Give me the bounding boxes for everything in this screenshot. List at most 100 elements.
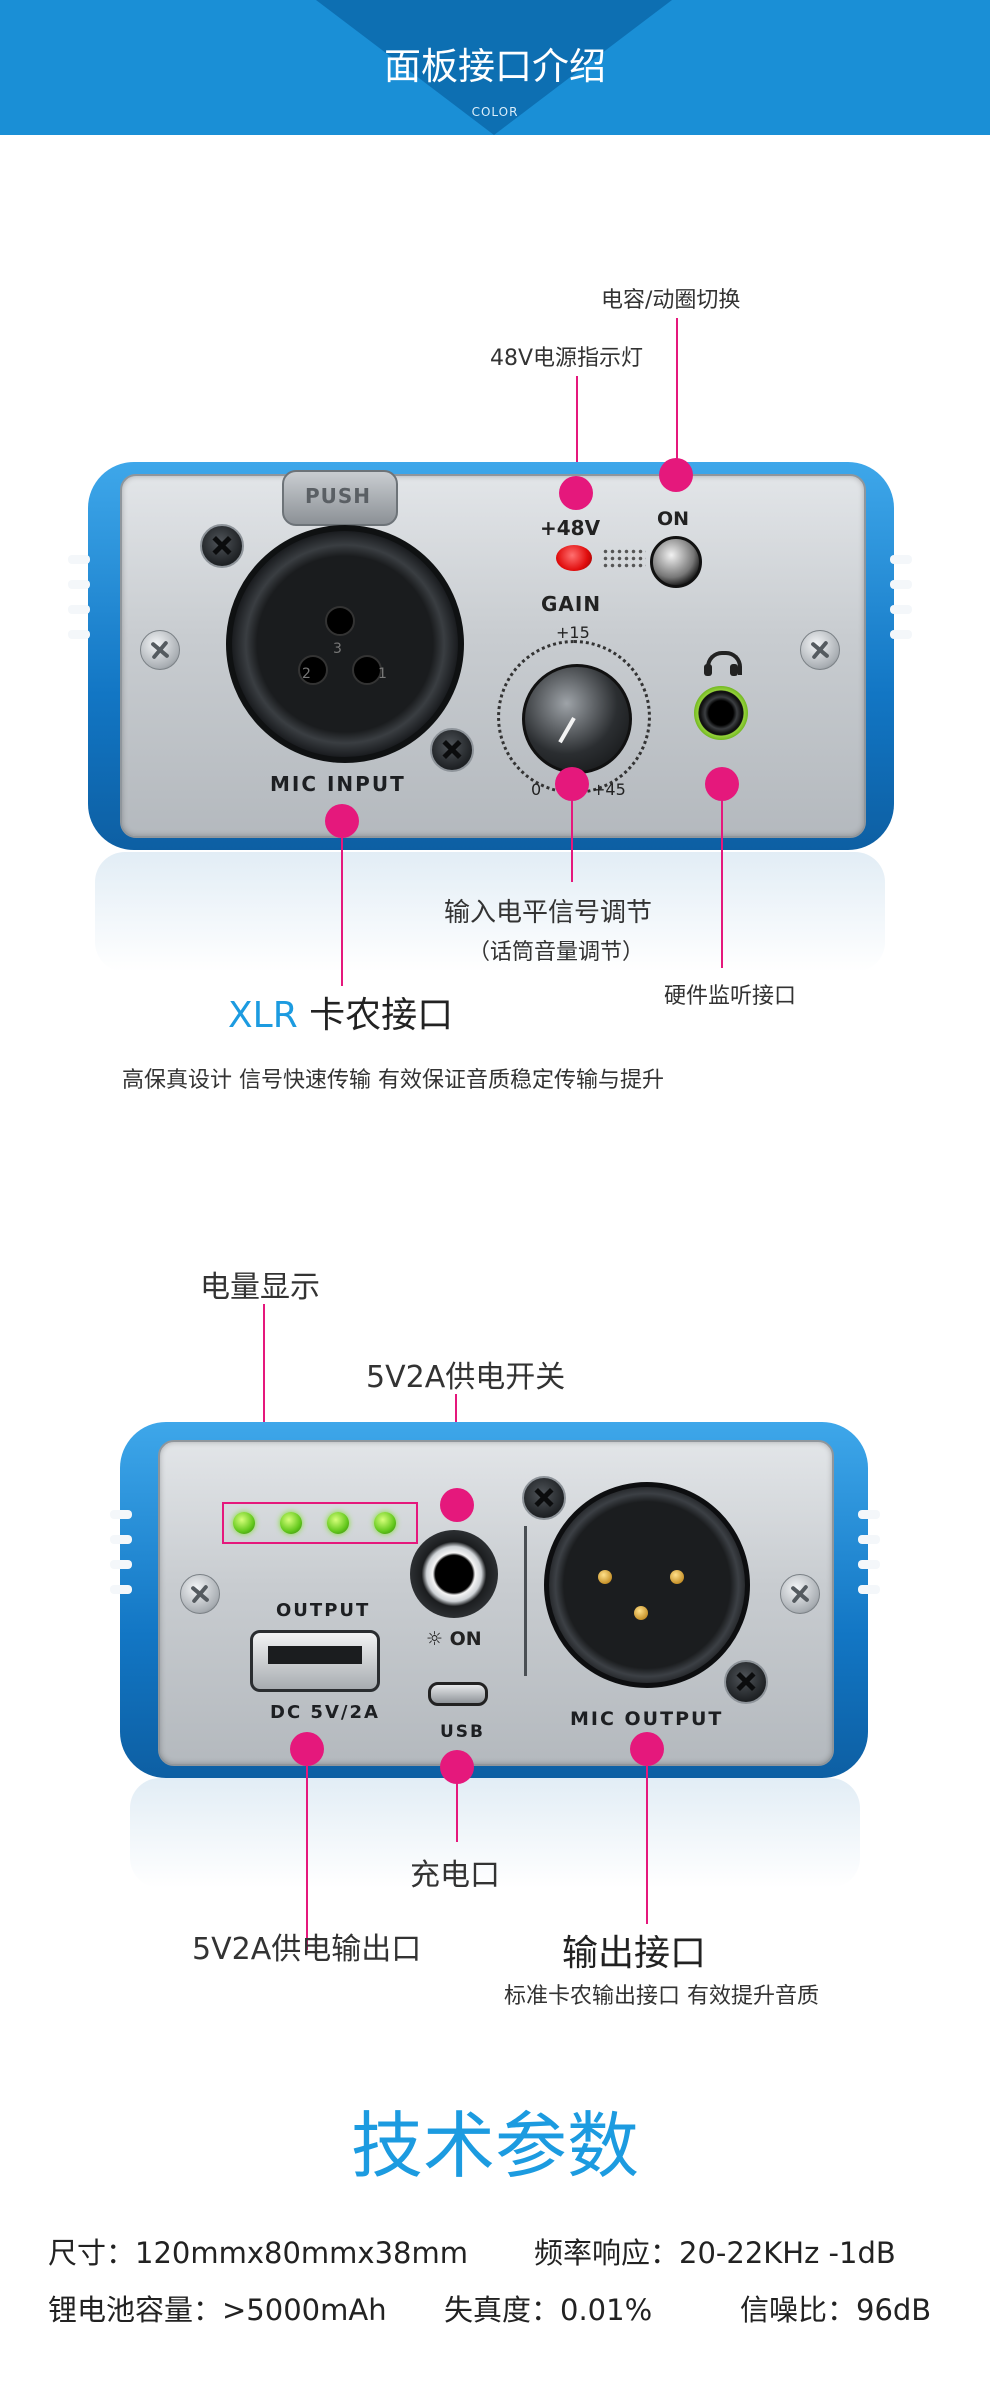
callout-dc-line	[306, 1764, 308, 1950]
spec-frequency: 频率响应：20-22KHz -1dB	[534, 2236, 896, 2270]
gain-min-mark: 0	[531, 780, 542, 799]
gain-max-mark: +45	[592, 780, 626, 799]
marker-dc-output	[290, 1732, 324, 1766]
callout-battery-line	[263, 1304, 265, 1512]
p48v-label: +48V	[540, 516, 601, 540]
headphone-icon-cup	[704, 664, 712, 676]
fin	[890, 605, 912, 614]
callout-mic-output-line	[646, 1764, 648, 1924]
page-header: 面板接口介绍 COLOR	[0, 0, 990, 135]
callout-xlr-title: XLR 卡农接口	[228, 998, 453, 1034]
battery-led	[327, 1512, 349, 1534]
fin	[68, 630, 90, 639]
on-label: ON	[657, 508, 690, 530]
callout-48v-line	[576, 376, 578, 492]
gain-label: GAIN	[541, 592, 602, 616]
fin	[858, 1510, 880, 1519]
xlr-output-connector	[544, 1482, 750, 1688]
header-notch	[316, 0, 672, 135]
marker-gain	[555, 767, 589, 801]
hex-screw	[430, 728, 474, 772]
callout-gain-title: 输入电平信号调节	[444, 898, 653, 928]
mic-output-label: MIC OUTPUT	[570, 1708, 724, 1730]
callout-dc-output-label: 5V2A供电输出口	[192, 1932, 422, 1967]
corner-screw	[180, 1574, 220, 1614]
page-subtitle: COLOR	[471, 105, 519, 119]
fin	[68, 580, 90, 589]
hex-screw	[724, 1660, 768, 1704]
callout-monitor-line	[721, 800, 723, 968]
xlr-prefix: XLR	[228, 995, 298, 1036]
spec-distortion: 失真度：0.01%	[444, 2293, 653, 2327]
callout-gain-line	[571, 800, 573, 882]
headphone-icon-cup	[730, 664, 738, 676]
spec-snr: 信噪比：96dB	[740, 2293, 932, 2327]
marker-xlr	[325, 804, 359, 838]
usb-a-tongue	[268, 1646, 362, 1664]
output-label: OUTPUT	[276, 1600, 371, 1621]
xlr-pin	[670, 1570, 684, 1584]
pin-number: 1	[378, 666, 387, 682]
callout-output-title: 输出接口	[562, 1933, 707, 1974]
xlr-pin	[598, 1570, 612, 1584]
callout-xlr-desc: 高保真设计 信号快速传输 有效保证音质稳定传输与提升	[122, 1068, 664, 1093]
xlr-input-connector	[226, 525, 464, 763]
callout-switch-line	[676, 318, 678, 468]
pin-number: 3	[333, 641, 342, 657]
pin-number: 2	[302, 666, 311, 682]
battery-indicator-box	[222, 1502, 418, 1544]
panel-divider	[524, 1526, 527, 1676]
gain-knob[interactable]	[522, 664, 632, 774]
fin	[858, 1585, 880, 1594]
xlr-socket-hole	[298, 655, 328, 685]
corner-screw	[140, 630, 180, 670]
specs-title: 技术参数	[350, 2104, 639, 2188]
micro-usb-port	[428, 1682, 488, 1706]
gain-top-mark: +15	[556, 623, 590, 642]
device-reflection	[130, 1778, 860, 1888]
callout-xlr-line	[341, 836, 343, 986]
fin	[890, 555, 912, 564]
power-switch-button[interactable]	[410, 1530, 498, 1618]
marker-usb	[440, 1750, 474, 1784]
page-title: 面板接口介绍	[384, 45, 606, 88]
usb-label: USB	[440, 1722, 486, 1742]
grille-dots	[602, 548, 646, 570]
callout-output-desc: 标准卡农输出接口 有效提升音质	[504, 1984, 819, 2009]
callout-power-switch-label: 5V2A供电开关	[366, 1360, 566, 1395]
callout-battery-label: 电量显示	[200, 1270, 320, 1305]
battery-led	[280, 1512, 302, 1534]
marker-power-switch	[440, 1488, 474, 1522]
xlr-socket-hole	[352, 655, 382, 685]
xlr-socket-hole	[325, 606, 355, 636]
xlr-main: 卡农接口	[297, 995, 454, 1036]
fin	[110, 1585, 132, 1594]
fin	[858, 1560, 880, 1569]
callout-switch-label: 电容/动圈切换	[601, 288, 741, 313]
fin	[68, 605, 90, 614]
headphone-icon	[706, 651, 742, 675]
corner-screw	[800, 630, 840, 670]
battery-led	[233, 1512, 255, 1534]
fin	[110, 1535, 132, 1544]
xlr-pin	[634, 1606, 648, 1620]
callout-gain-sub: （话筒音量调节）	[468, 940, 645, 965]
condenser-dynamic-switch[interactable]	[650, 536, 702, 588]
callout-usb-line	[456, 1782, 458, 1842]
fin	[110, 1510, 132, 1519]
callout-charge-label: 充电口	[410, 1858, 500, 1893]
fin	[68, 555, 90, 564]
mic-input-label: MIC INPUT	[270, 772, 406, 796]
corner-screw	[780, 1574, 820, 1614]
callout-monitor-label: 硬件监听接口	[664, 984, 797, 1009]
fin	[110, 1560, 132, 1569]
marker-mic-output	[630, 1732, 664, 1766]
hex-screw	[522, 1476, 566, 1520]
marker-48v	[559, 476, 593, 510]
spec-size: 尺寸：120mmx80mmx38mm	[48, 2236, 468, 2270]
marker-switch	[659, 458, 693, 492]
fin	[890, 630, 912, 639]
fin	[890, 580, 912, 589]
power-on-label: ☼ ON	[426, 1628, 482, 1650]
hex-screw	[200, 524, 244, 568]
